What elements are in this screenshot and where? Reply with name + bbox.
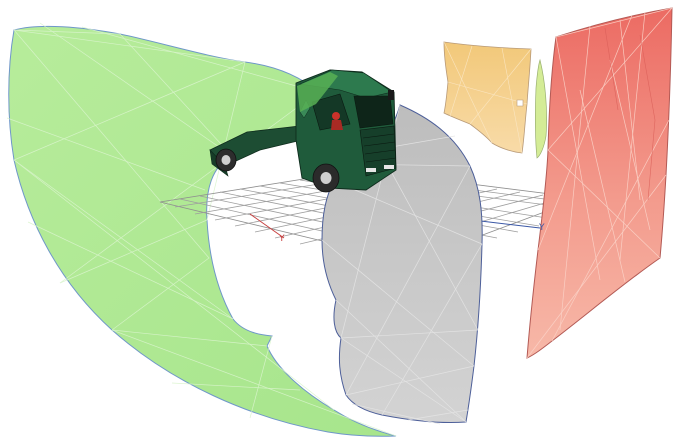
y-axis-label: Y — [539, 224, 545, 233]
right-visibility-zone — [527, 8, 672, 358]
x-axis-label: Y — [279, 235, 285, 244]
rear-visibility-zone — [444, 42, 531, 153]
mirror-sliver-zone — [535, 60, 546, 158]
